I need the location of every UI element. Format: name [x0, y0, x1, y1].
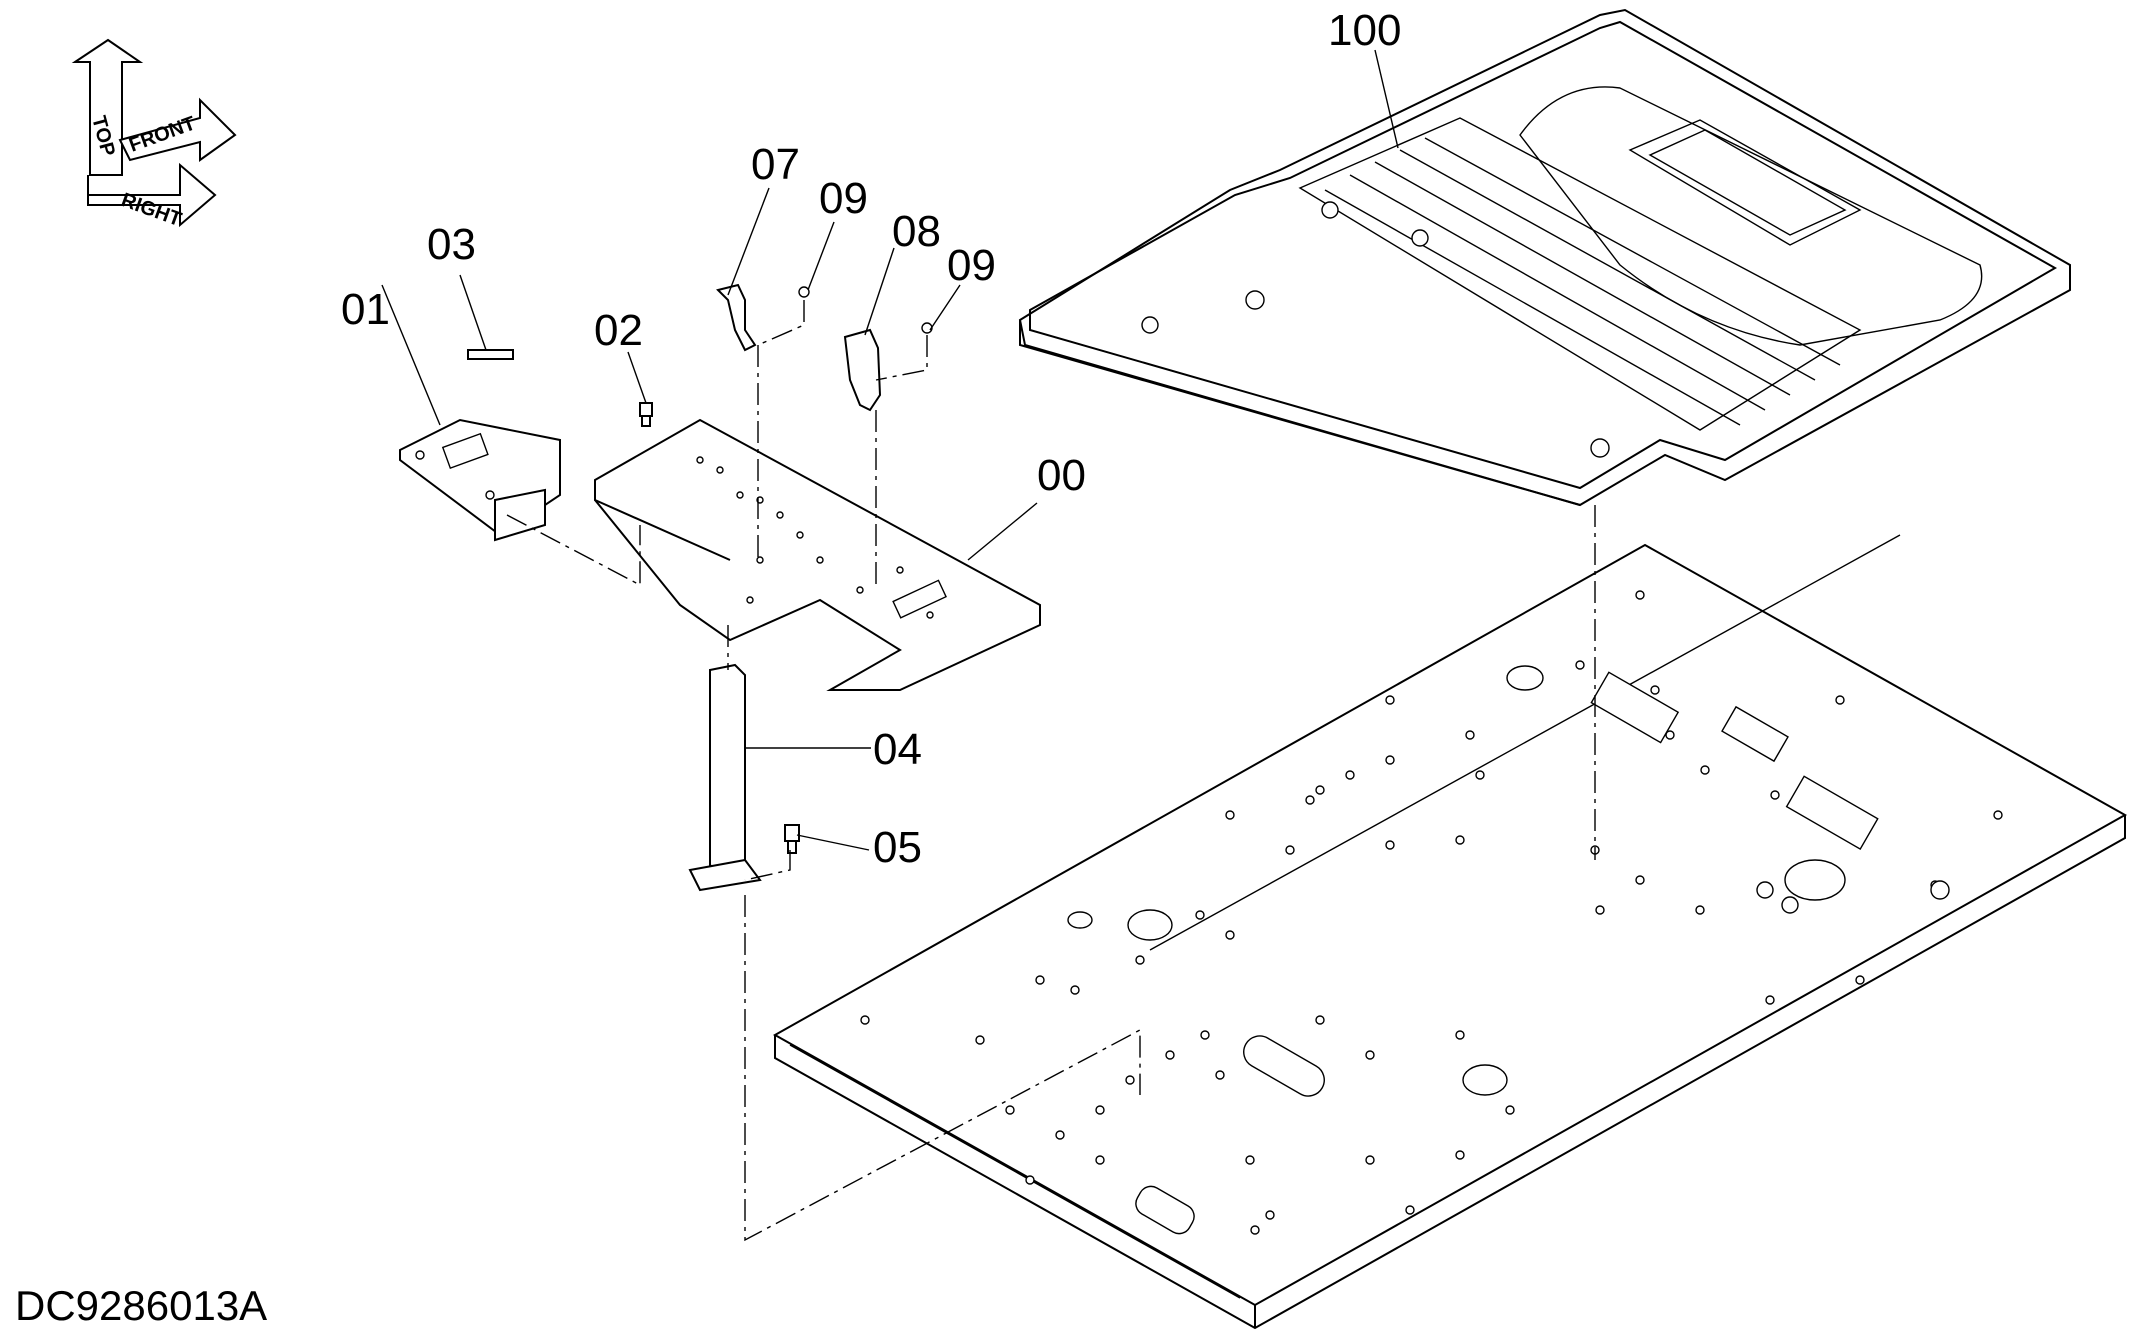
part-label-09-first: 09 [819, 174, 868, 223]
part-label-05: 05 [873, 823, 922, 872]
left-bracket [399, 418, 561, 542]
part-label-02: 02 [594, 306, 643, 355]
assembly-lines [506, 300, 1596, 1242]
part-labels: 00 01 02 03 04 05 07 08 09 09 100 [341, 6, 1401, 872]
bracket-07 [716, 283, 810, 352]
part-label-09-second: 09 [947, 241, 996, 290]
bolt-02 [639, 402, 653, 427]
part-label-03: 03 [427, 220, 476, 269]
support-pillar [688, 663, 762, 892]
leader-lines [381, 49, 1399, 851]
bracket-08 [843, 322, 933, 412]
part-label-04: 04 [873, 725, 922, 774]
part-label-00: 00 [1037, 451, 1086, 500]
orientation-indicator: TOP FRONT RIGHT [71, 38, 237, 231]
part-label-100: 100 [1328, 6, 1401, 55]
part-label-07: 07 [751, 140, 800, 189]
floor-mat [1018, 8, 2071, 507]
part-label-01: 01 [341, 285, 390, 334]
drawing-code: DC9286013A [15, 1282, 267, 1329]
label-strip [467, 349, 514, 360]
part-label-08: 08 [892, 207, 941, 256]
base-floor-plate [772, 534, 2128, 1330]
bracket-plate [594, 418, 1041, 691]
bolt-05 [784, 824, 800, 854]
